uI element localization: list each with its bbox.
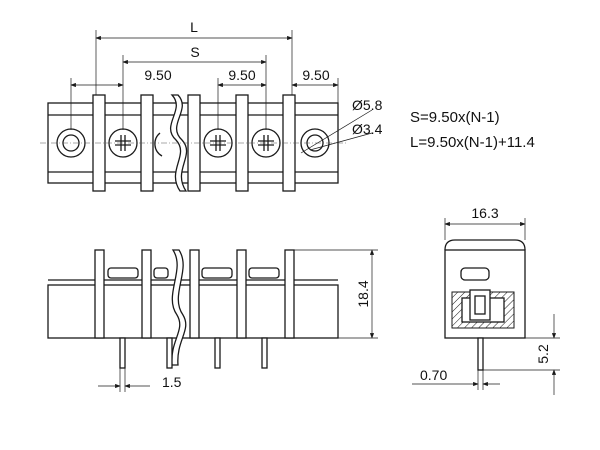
s-formula: S=9.50x(N-1): [410, 109, 500, 126]
dim-end-offset-label: 9.50: [302, 67, 329, 83]
dim-pin-thickness: 0.70: [412, 367, 500, 390]
side-view: 16.3 5.2 0.70: [412, 205, 560, 395]
dim-pitch-1-label: 9.50: [144, 67, 171, 83]
top-view: L S 9.50 9.50 9.50 Ø5.8: [40, 19, 535, 192]
front-view: 18.4 1.5: [47, 249, 378, 392]
dim-height: 18.4: [294, 249, 378, 339]
dim-pin-length-label: 5.2: [535, 344, 551, 364]
dim-S-label: S: [190, 44, 199, 60]
inner-diameter-label: Ø3.4: [352, 121, 383, 137]
front-pins: [119, 337, 268, 369]
dim-pin-width: 1.5: [98, 368, 182, 392]
front-break-line: [171, 249, 187, 366]
front-screw-heads: [107, 267, 280, 279]
top-break-line: [170, 94, 188, 192]
side-pin: [477, 337, 484, 371]
dim-pitch-2-label: 9.50: [228, 67, 255, 83]
outer-diameter-label: Ø5.8: [352, 97, 383, 113]
screw-partial: [154, 132, 163, 157]
side-screw-head: [460, 267, 490, 281]
dim-end-offset: 9.50: [291, 67, 339, 103]
dim-side-width: 16.3: [444, 205, 526, 240]
dim-L-label: L: [190, 19, 198, 35]
dim-side-width-label: 16.3: [471, 205, 498, 221]
dim-diameters: Ø5.8 Ø3.4: [300, 97, 383, 154]
front-barriers: [94, 249, 295, 339]
dim-S: S: [122, 44, 267, 130]
dim-pin-length: 5.2: [483, 314, 560, 395]
dim-pin-width-label: 1.5: [162, 374, 182, 390]
side-clamp-section: [451, 289, 515, 329]
dim-height-label: 18.4: [355, 280, 371, 307]
l-formula: L=9.50x(N-1)+11.4: [410, 134, 535, 151]
dim-pin-thickness-label: 0.70: [420, 367, 447, 383]
dim-pitch: 9.50 9.50: [70, 67, 267, 130]
